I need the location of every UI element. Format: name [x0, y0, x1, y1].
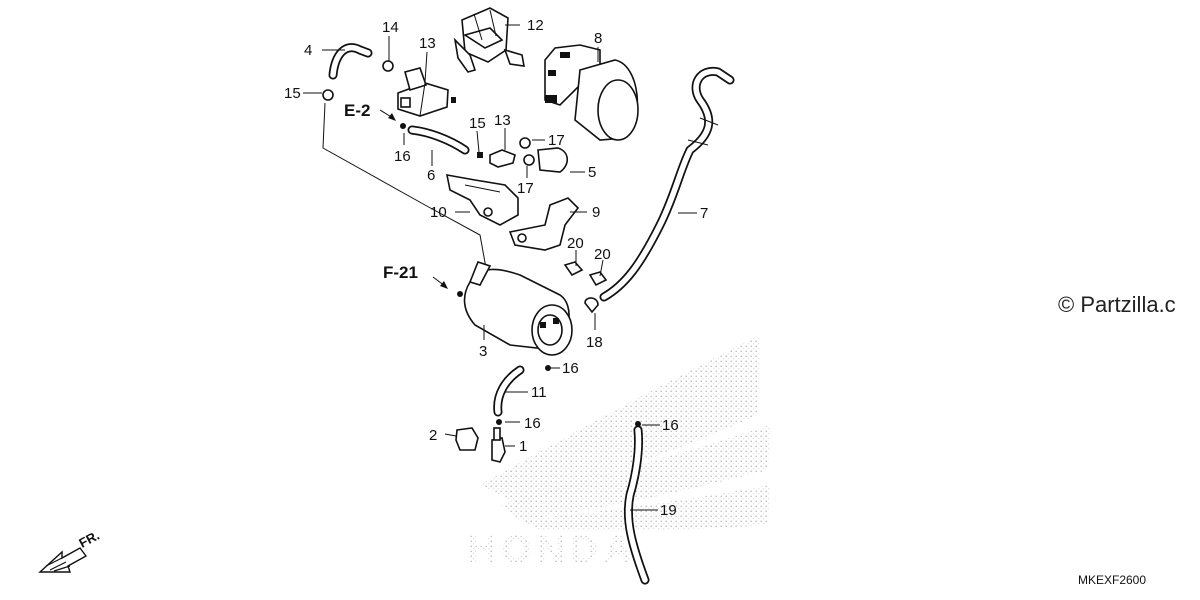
callout-14: 13 [419, 35, 436, 52]
callout-15a: 14 [382, 19, 399, 36]
part-12-bracket [453, 7, 525, 73]
small-clips [322, 60, 641, 427]
part-7-hose [599, 66, 735, 302]
part-3-canister [457, 261, 573, 356]
callout-4: 4 [304, 42, 312, 59]
callout-7: 7 [700, 205, 708, 222]
parts-2-1 [455, 427, 506, 463]
callout-11: 11 [531, 384, 547, 401]
callout-labels: 4 14 13 15 12 8 15 16 6 13 17 17 5 10 9 … [284, 17, 708, 519]
copyright-text: © Partzilla.c [1058, 292, 1176, 317]
callout-17b: 17 [517, 180, 534, 197]
part-19-drain-hose [623, 425, 650, 585]
part-4-hose [328, 43, 373, 80]
callout-15b: 15 [284, 85, 301, 102]
callout-20b: 20 [594, 246, 611, 263]
callout-8: 8 [594, 30, 602, 47]
leader-line-15-to-canister [322, 102, 487, 269]
callout-19: 19 [660, 502, 677, 519]
part-6-hose [407, 125, 470, 155]
callout-16c: 16 [562, 360, 579, 377]
callout-10: 10 [430, 204, 447, 221]
part-10-bracket [445, 174, 519, 226]
diagram-code: MKEXF2600 [1078, 573, 1146, 587]
honda-watermark-text: HONDA [468, 529, 637, 571]
callout-18: 18 [586, 334, 603, 351]
part-9-bracket [508, 197, 580, 251]
callout-20a: 20 [567, 235, 584, 252]
part-18-clamp [584, 297, 599, 314]
callout-12: 12 [527, 17, 544, 34]
part-8-filter [544, 44, 639, 141]
parts-13-5-17 [477, 137, 569, 173]
callout-13: 13 [494, 112, 511, 129]
callout-6: 6 [427, 167, 435, 184]
part-11-hose [493, 365, 525, 417]
ref-e2: E-2 [344, 101, 370, 120]
callout-17a: 17 [548, 132, 565, 149]
ref-f21: F-21 [383, 263, 418, 282]
callout-5: 5 [588, 164, 596, 181]
callout-2: 2 [429, 427, 437, 444]
callout-9: 9 [592, 204, 600, 221]
front-direction-arrow: FR. [38, 528, 102, 573]
ref-arrows [379, 109, 448, 289]
callout-16d: 16 [524, 415, 541, 432]
callout-1: 1 [519, 438, 527, 455]
callout-16e: 16 [662, 417, 679, 434]
leader-lines [303, 24, 697, 511]
callout-16b: 16 [394, 148, 411, 165]
part-14-valve [397, 67, 456, 117]
callout-16a: 15 [469, 115, 486, 132]
callout-3: 3 [479, 343, 487, 360]
part-20-bolts [563, 261, 608, 287]
